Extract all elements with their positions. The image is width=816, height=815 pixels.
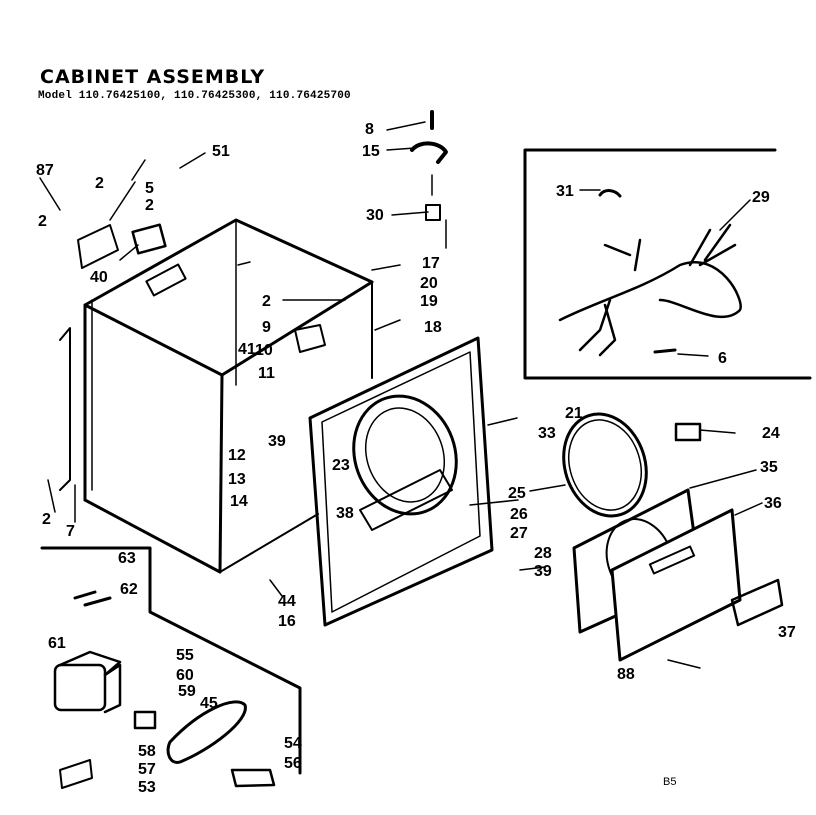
callout-24: 24	[762, 425, 780, 442]
callout-26: 26	[510, 506, 528, 523]
callout-29: 29	[752, 189, 770, 206]
part-5-bracket	[77, 224, 119, 269]
callout-45: 45	[200, 695, 218, 712]
callout-2b: 2	[145, 197, 154, 214]
callout-31: 31	[556, 183, 574, 200]
model-numbers: Model 110.76425100, 110.76425300, 110.76…	[38, 90, 351, 102]
callout-30: 30	[366, 207, 384, 224]
callout-2c: 2	[38, 213, 47, 230]
callout-19: 19	[420, 293, 438, 310]
part-59-pulley	[133, 710, 157, 730]
callout-35: 35	[760, 459, 778, 476]
callout-14: 14	[230, 493, 248, 510]
callout-37: 37	[778, 624, 796, 641]
callout-63: 63	[118, 550, 136, 567]
callout-60: 60	[176, 667, 194, 684]
callout-53: 53	[138, 779, 156, 796]
callout-55: 55	[176, 647, 194, 664]
page-code: B5	[663, 776, 677, 788]
callout-25: 25	[508, 485, 526, 502]
top-bracket	[410, 141, 448, 164]
callout-36: 36	[764, 495, 782, 512]
part-53-bracket	[230, 768, 276, 788]
callout-21: 21	[565, 405, 583, 422]
door-seal-ring	[562, 412, 648, 518]
leader-lines	[39, 121, 763, 669]
callout-2e: 2	[42, 511, 51, 528]
callout-54: 54	[284, 735, 302, 752]
callout-56: 56	[284, 755, 302, 772]
part-63-clips	[73, 590, 112, 607]
callout-23: 23	[332, 457, 350, 474]
front-panel	[308, 336, 494, 627]
callout-62: 62	[120, 581, 138, 598]
callout-11: 11	[258, 365, 275, 382]
callout-39a: 39	[268, 433, 286, 450]
diagram-title: CABINET ASSEMBLY	[40, 66, 266, 88]
callout-41: 41	[238, 341, 256, 358]
callout-numbers: 87 2 5 2 51 2 40 41 8 15 30 17 20 19 18 …	[36, 121, 796, 796]
callout-9: 9	[262, 319, 271, 336]
callout-38: 38	[336, 505, 354, 522]
callout-33: 33	[538, 425, 556, 442]
callout-7: 7	[66, 523, 75, 540]
callout-2d: 2	[262, 293, 271, 310]
part-9-10-clamp	[294, 324, 326, 353]
callout-57: 57	[138, 761, 156, 778]
part-57-bracket	[59, 759, 93, 789]
door-assembly	[572, 488, 784, 662]
callout-27: 27	[510, 525, 528, 542]
motor-inset-frame	[40, 546, 302, 775]
callout-18: 18	[424, 319, 442, 336]
part-24-block	[674, 422, 702, 442]
callout-28: 28	[534, 545, 552, 562]
cabinet-body	[59, 218, 374, 574]
callout-2a: 2	[95, 175, 104, 192]
callout-5: 5	[145, 180, 154, 197]
callout-88: 88	[617, 666, 635, 683]
callout-12: 12	[228, 447, 246, 464]
callout-59: 59	[178, 683, 196, 700]
callout-20: 20	[420, 275, 438, 292]
callout-6: 6	[718, 350, 727, 367]
callout-58: 58	[138, 743, 156, 760]
callout-17: 17	[422, 255, 440, 272]
callout-8: 8	[365, 121, 374, 138]
callout-39b: 39	[534, 563, 552, 580]
callout-10: 10	[255, 342, 273, 359]
callout-16: 16	[278, 613, 296, 630]
callout-40: 40	[90, 269, 108, 286]
callout-87: 87	[36, 162, 54, 179]
callout-44: 44	[278, 593, 296, 610]
part-40-block	[131, 223, 167, 255]
wiring-harness-inset-frame	[523, 148, 812, 380]
drive-belt	[166, 700, 247, 764]
motor	[53, 650, 122, 714]
callout-13: 13	[228, 471, 246, 488]
wire-harness	[558, 189, 742, 357]
callout-15: 15	[362, 143, 380, 160]
callout-51: 51	[212, 143, 230, 160]
callout-61: 61	[48, 635, 66, 652]
